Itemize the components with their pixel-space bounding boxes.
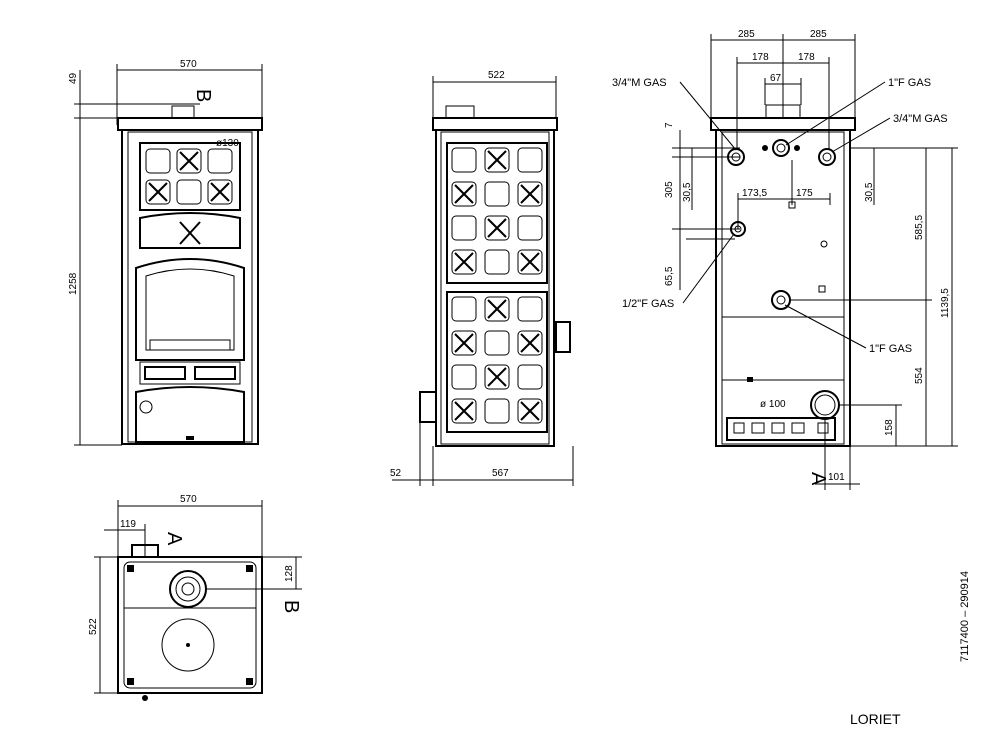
front-tiles-top <box>145 148 233 205</box>
side-width-dim: 522 <box>488 70 505 81</box>
rear-label-34m-gas-right: 3/4"M GAS <box>893 113 948 125</box>
side-tiles-upper <box>451 147 543 275</box>
rear-dim-30-5-left: 30,5 <box>682 182 693 202</box>
rear-flue-diameter: ø 100 <box>760 399 786 410</box>
rear-section-marker: A <box>807 472 829 486</box>
top-offset-119: 119 <box>120 519 136 530</box>
top-depth-dim: 522 <box>88 618 99 635</box>
top-view: 570 119 A 522 128 B <box>88 494 302 701</box>
side-view: 522 <box>390 70 574 486</box>
rear-label-1f-gas-mid: 1"F GAS <box>869 343 912 355</box>
rear-dim-1139-5: 1139,5 <box>940 288 951 318</box>
rear-half-left: 285 <box>738 29 755 40</box>
rear-inner-right: 178 <box>798 52 815 63</box>
rear-view: 285 285 178 178 67 <box>612 29 958 490</box>
side-tiles-lower <box>451 296 543 424</box>
rear-dim-554: 554 <box>914 367 925 384</box>
top-marker-b: B <box>280 600 302 613</box>
top-offset-128: 128 <box>284 565 295 582</box>
rear-half-right: 285 <box>810 29 827 40</box>
rear-label-34m-gas-left: 3/4"M GAS <box>612 77 667 89</box>
rear-inner-left: 178 <box>752 52 769 63</box>
front-top-offset-dim: 49 <box>68 72 79 84</box>
rear-label-1f-gas-top: 1"F GAS <box>888 77 931 89</box>
rear-center-gap: 67 <box>770 73 782 84</box>
front-pipe-diameter: ø130 <box>216 138 239 149</box>
rear-top-7: 7 <box>664 122 675 128</box>
front-height-dim: 1258 <box>68 272 79 295</box>
rear-dim-101: 101 <box>828 472 845 483</box>
model-name: LORIET <box>850 711 901 727</box>
rear-dim-305: 305 <box>664 181 675 198</box>
drawing-code: 7117400 – 290914 <box>959 571 971 662</box>
rear-dim-65-5: 65,5 <box>664 266 675 286</box>
rear-dim-585-5: 585,5 <box>914 215 925 240</box>
front-section-marker: B <box>192 89 214 102</box>
side-flue-offset: 52 <box>390 468 402 479</box>
rear-dim-175: 175 <box>796 188 813 199</box>
rear-dim-30-5-right: 30,5 <box>864 182 875 202</box>
rear-label-12f-gas: 1/2"F GAS <box>622 298 674 310</box>
rear-dim-173-5: 173,5 <box>742 188 767 199</box>
side-depth-dim: 567 <box>492 468 509 479</box>
top-marker-a: A <box>163 532 185 546</box>
front-width-dim: 570 <box>180 59 197 70</box>
rear-dim-158: 158 <box>884 419 895 436</box>
top-width-dim: 570 <box>180 494 197 505</box>
front-view: 570 1258 49 B ø130 <box>68 59 263 446</box>
